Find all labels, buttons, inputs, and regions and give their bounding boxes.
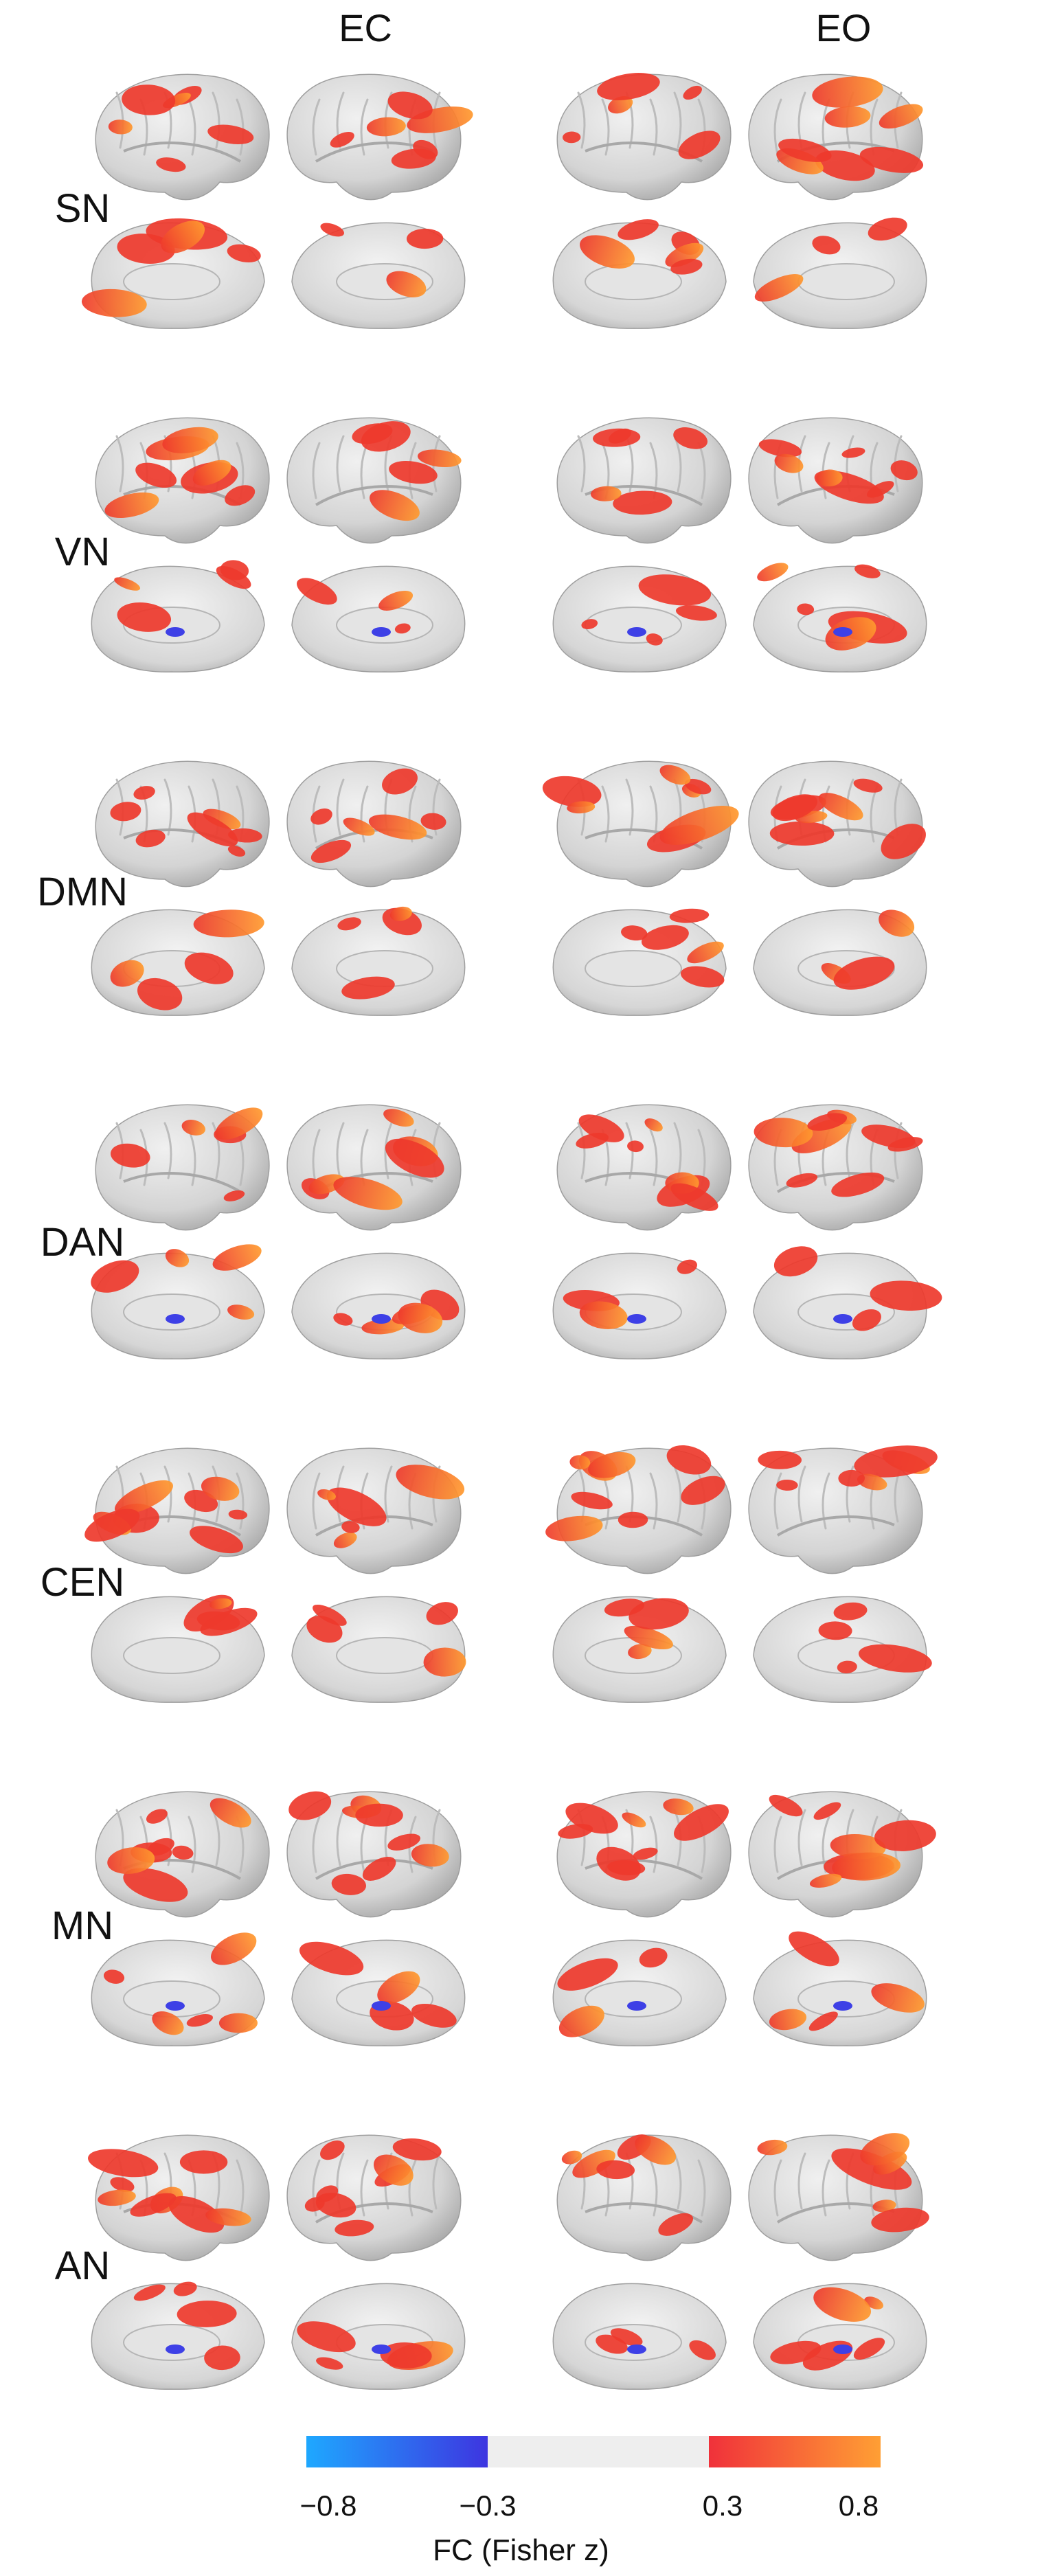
- brain-lateral-cen-ec-left: [84, 1447, 270, 1574]
- brain-medial-cen-eo-left: [552, 1596, 727, 1703]
- brain-medial-dmn-ec-left: [91, 909, 265, 1016]
- brain-medial-mn-eo-left: [552, 1939, 727, 2046]
- brain-lateral-vn-ec-left: [95, 417, 270, 544]
- brain-medial-dan-eo-right: [753, 1246, 942, 1359]
- brain-lateral-cen-eo-left: [545, 1445, 732, 1574]
- colorbar-tick-0.3: 0.3: [702, 2489, 743, 2522]
- row-label-an: AN: [54, 2244, 111, 2288]
- brain-medial-mn-ec-left: [91, 1932, 265, 2046]
- brain-medial-vn-eo-left: [552, 565, 727, 673]
- column-title-ec: EC: [339, 6, 392, 49]
- brain-lateral-sn-eo-right: [748, 74, 924, 201]
- brain-medial-sn-eo-left: [552, 219, 727, 329]
- brain-lateral-dan-ec-left: [95, 1104, 270, 1231]
- brain-lateral-dmn-eo-left: [542, 760, 739, 888]
- brain-medial-dmn-ec-right: [291, 906, 466, 1016]
- brain-lateral-an-eo-left: [556, 2134, 732, 2261]
- colorbar-negative-segment: [306, 2436, 488, 2467]
- brain-medial-dan-eo-left: [552, 1252, 727, 1359]
- brain-lateral-dmn-eo-right: [748, 760, 926, 888]
- brain-lateral-dmn-ec-right: [286, 760, 462, 888]
- brain-lateral-vn-eo-right: [748, 417, 923, 544]
- row-label-vn: VN: [54, 530, 111, 574]
- brain-medial-an-ec-left: [91, 2281, 265, 2390]
- row-label-dan: DAN: [40, 1220, 125, 1265]
- brain-lateral-vn-ec-right: [286, 417, 462, 544]
- brain-medial-an-ec-right: [291, 2283, 466, 2390]
- brain-lateral-vn-eo-left: [556, 417, 732, 544]
- brain-lateral-dmn-ec-left: [95, 760, 270, 888]
- brain-lateral-dan-eo-right: [748, 1104, 923, 1231]
- brain-lateral-cen-ec-right: [286, 1447, 465, 1574]
- brain-panels: [81, 73, 942, 2390]
- colorbar-neutral-segment: [488, 2436, 709, 2467]
- brain-lateral-mn-ec-right: [286, 1791, 462, 1918]
- column-title-eo: EO: [815, 6, 872, 49]
- colorbar-tick-neg-0.8: −0.8: [299, 2489, 357, 2522]
- colorbar-title: FC (Fisher z): [433, 2533, 609, 2567]
- brain-medial-an-eo-left: [552, 2283, 727, 2390]
- row-label-mn: MN: [51, 1903, 114, 1948]
- brain-medial-dan-ec-left: [91, 1244, 265, 1359]
- colorbar-positive-segment: [709, 2436, 881, 2467]
- brain-lateral-mn-eo-right: [748, 1791, 936, 1918]
- brain-lateral-an-ec-left: [88, 2134, 270, 2261]
- colorbar-tick-neg-0.3: −0.3: [459, 2489, 517, 2522]
- row-label-sn: SN: [54, 186, 111, 231]
- colorbar: [306, 2436, 881, 2467]
- brain-medial-cen-ec-right: [291, 1596, 466, 1703]
- brain-lateral-sn-ec-right: [286, 74, 473, 201]
- row-label-dmn: DMN: [36, 870, 128, 914]
- brain-medial-vn-eo-right: [753, 563, 927, 673]
- brain-medial-sn-ec-right: [291, 222, 466, 329]
- brain-medial-sn-eo-right: [753, 217, 927, 329]
- brain-medial-cen-ec-left: [91, 1594, 265, 1703]
- brain-lateral-an-eo-right: [748, 2133, 929, 2261]
- brain-medial-vn-ec-right: [291, 565, 466, 673]
- brain-medial-mn-eo-right: [753, 1931, 927, 2046]
- brain-lateral-an-ec-right: [286, 2134, 462, 2261]
- brain-lateral-mn-eo-left: [556, 1791, 732, 1918]
- colorbar-tick-0.8: 0.8: [838, 2489, 879, 2522]
- brain-lateral-sn-ec-left: [95, 74, 270, 201]
- brain-medial-vn-ec-left: [91, 560, 265, 673]
- brain-medial-dmn-eo-right: [753, 909, 927, 1016]
- brain-medial-an-eo-right: [753, 2283, 927, 2390]
- brain-lateral-dan-ec-right: [286, 1104, 462, 1231]
- brain-lateral-dan-eo-left: [556, 1104, 732, 1231]
- row-label-cen: CEN: [40, 1560, 125, 1605]
- brain-medial-mn-ec-right: [291, 1939, 466, 2046]
- brain-lateral-cen-eo-right: [748, 1445, 938, 1574]
- brain-medial-dmn-eo-left: [552, 908, 727, 1016]
- brain-lateral-mn-ec-left: [95, 1791, 270, 1918]
- brain-lateral-sn-eo-left: [556, 73, 732, 201]
- brain-medial-sn-ec-left: [81, 218, 265, 329]
- brain-medial-dan-ec-right: [291, 1252, 466, 1359]
- brain-medial-cen-eo-right: [753, 1596, 932, 1703]
